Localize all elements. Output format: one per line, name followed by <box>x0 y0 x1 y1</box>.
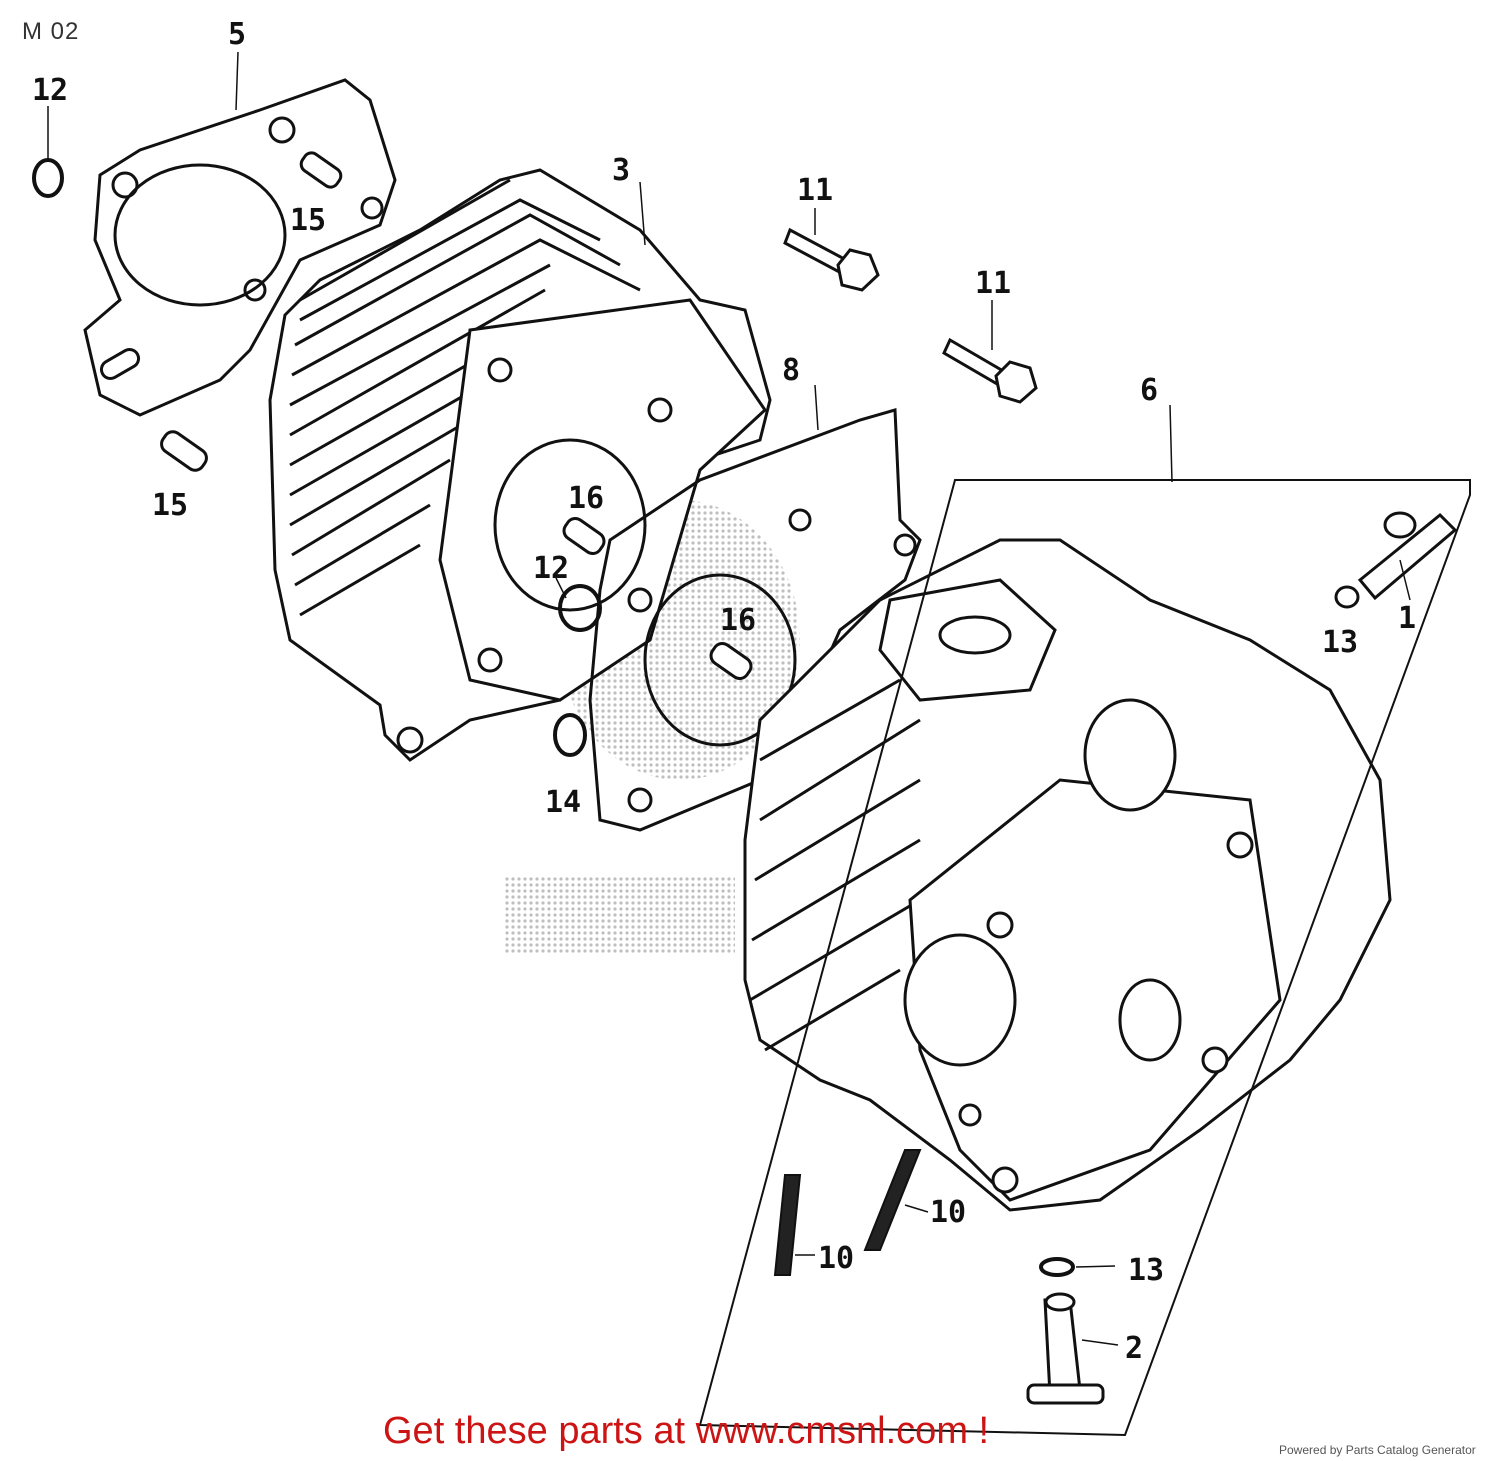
dowel-pin-15-bottom <box>160 430 208 472</box>
o-ring-14 <box>553 713 587 757</box>
page-code: M 02 <box>22 18 80 45</box>
callout-14: 14 <box>545 785 581 820</box>
callout-2: 2 <box>1125 1331 1143 1366</box>
callout-labels: 1 2 3 5 6 8 10 10 11 11 12 12 13 13 14 1… <box>32 17 1416 1366</box>
callout-12-top: 12 <box>32 73 68 108</box>
callout-15-top: 15 <box>290 203 326 238</box>
callout-6: 6 <box>1140 373 1158 408</box>
callout-10-right: 10 <box>930 1195 966 1230</box>
callout-15-bottom: 15 <box>152 488 188 523</box>
gasket-8 <box>588 408 922 832</box>
callout-3: 3 <box>612 153 630 188</box>
washer-12-top <box>32 158 64 198</box>
valve-guide-2 <box>1026 1292 1105 1405</box>
callout-10-left: 10 <box>818 1241 854 1276</box>
callout-16-right: 16 <box>720 603 756 638</box>
o-ring-13-lower <box>1039 1257 1075 1277</box>
dowel-pin-15-top <box>299 151 343 189</box>
stud-10-right <box>863 1149 922 1251</box>
o-ring-12-center <box>558 584 602 632</box>
leader-lines <box>47 51 1411 1346</box>
powered-by-footer: Powered by Parts Catalog Generator <box>1279 1443 1476 1457</box>
callout-13-lower: 13 <box>1128 1253 1164 1288</box>
valve-guide-1 <box>1357 511 1458 601</box>
callout-16-left: 16 <box>568 481 604 516</box>
bolt-11-upper <box>783 227 880 292</box>
callout-1: 1 <box>1398 601 1416 636</box>
gasket-5 <box>83 78 397 417</box>
stud-10-left <box>773 1174 802 1276</box>
dowel-pin-16-left <box>562 516 606 556</box>
promo-link[interactable]: Get these parts at www.cmsnl.com ! <box>383 1410 990 1452</box>
dowel-pin-16-right <box>709 641 753 681</box>
o-ring-13-upper <box>1334 585 1360 609</box>
cylinder-head-6 <box>743 538 1392 1212</box>
group-frame-6 <box>698 479 1471 1437</box>
callout-11-upper: 11 <box>797 173 833 208</box>
callout-8: 8 <box>782 353 800 388</box>
bolt-11-lower <box>942 337 1038 404</box>
callout-12-center: 12 <box>533 551 569 586</box>
callout-5: 5 <box>228 17 246 52</box>
callout-11-lower: 11 <box>975 266 1011 301</box>
callout-13-upper: 13 <box>1322 625 1358 660</box>
